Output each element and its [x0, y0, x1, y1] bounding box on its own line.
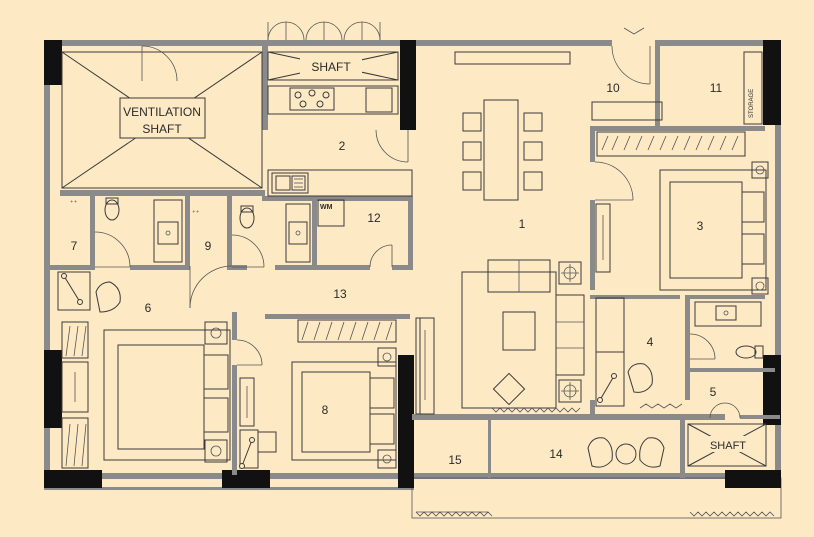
structural-columns [44, 40, 781, 488]
storage-label: STORAGE [749, 89, 755, 118]
utility-12-fixtures: WM [317, 199, 393, 268]
wardrobe-bedroom-3 [594, 131, 746, 201]
dining-set [454, 51, 571, 201]
room-label-10: 10 [606, 81, 620, 95]
room-label-1: 1 [519, 217, 526, 231]
room-label-2: 2 [339, 139, 346, 153]
room-label-12: 12 [367, 211, 381, 225]
room-label-5: 5 [710, 385, 717, 399]
top-shaft: SHAFT [267, 21, 399, 81]
shaft-bottom-label: SHAFT [710, 440, 746, 452]
ventilation-label-2: SHAFT [142, 122, 182, 136]
room-label-11: 11 [710, 81, 723, 95]
terrace-fixtures: SHAFT [415, 423, 775, 517]
room-label-13: 13 [333, 287, 347, 301]
room-label-6: 6 [145, 301, 152, 315]
room-4-fixtures [595, 297, 683, 409]
shaft-top-label: SHAFT [311, 60, 351, 74]
room-label-15: 15 [448, 453, 462, 467]
interior-walls [50, 40, 780, 478]
ventilation-shaft: VENTILATION SHAFT [61, 45, 263, 189]
washing-machine-label: WM [320, 204, 333, 211]
svg-text:⁺⁺: ⁺⁺ [70, 200, 78, 207]
room-10-11-fixtures: STORAGE [591, 27, 763, 125]
room-label-7: 7 [71, 239, 78, 253]
bath-5-fixtures [689, 301, 764, 419]
ventilation-label-1: VENTILATION [123, 105, 201, 119]
room-label-3: 3 [697, 219, 704, 233]
kitchen-fixtures [267, 85, 413, 197]
bedroom-8-fixtures [239, 317, 435, 469]
living-set [415, 203, 611, 415]
room-label-8: 8 [322, 403, 329, 417]
room-labels: 1 2 3 4 5 6 7 8 9 10 11 12 13 14 15 [71, 81, 723, 467]
bedroom-6-fixtures [57, 265, 263, 469]
svg-text:⁺⁺: ⁺⁺ [192, 210, 200, 217]
bedroom-3-bed [659, 161, 769, 295]
bath-7-fixtures: ⁺⁺ [70, 197, 183, 268]
bath-9-fixtures: ⁺⁺ [192, 203, 311, 268]
room-label-4: 4 [647, 335, 654, 349]
room-label-9: 9 [205, 239, 212, 253]
room-label-14: 14 [549, 447, 563, 461]
